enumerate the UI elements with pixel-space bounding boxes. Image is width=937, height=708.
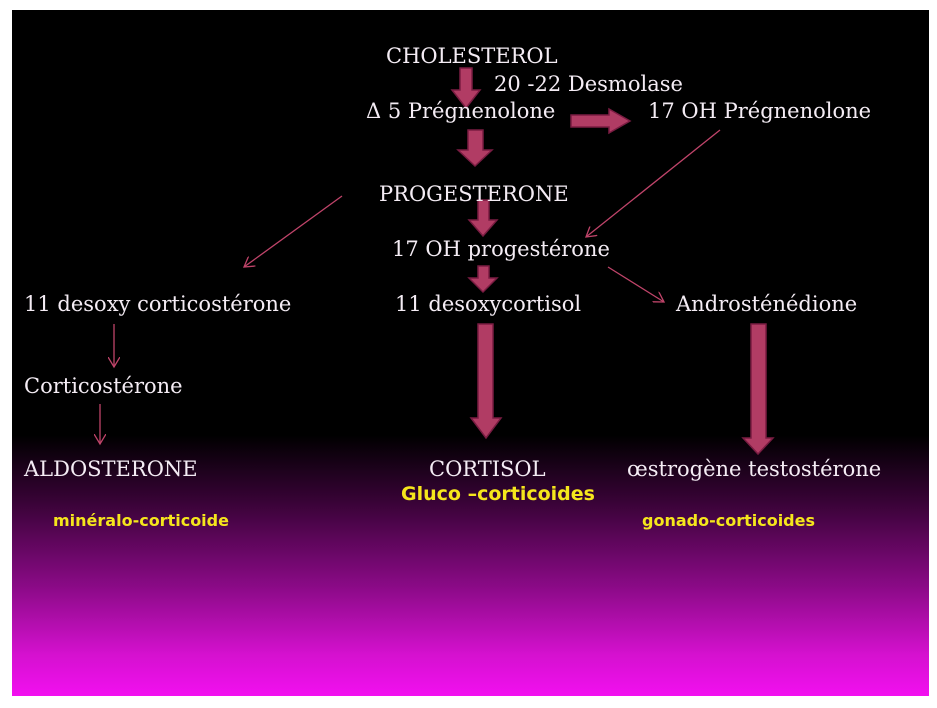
arrow-androstenedione-to-estrogen bbox=[741, 323, 775, 456]
class-gluco-corticoides: Gluco –corticoides bbox=[401, 483, 595, 505]
class-mineralo-corticoide: minéralo-corticoide bbox=[53, 511, 229, 530]
thin-arrow-progesterone-to-desoxycorticosterone bbox=[244, 195, 343, 267]
thin-arrow-17oh-pregnenolone-to-17oh-progesterone bbox=[586, 129, 721, 237]
node-17oh-pregnenolone: 17 OH Prégnenolone bbox=[648, 99, 872, 123]
slide-background: CHOLESTEROL 20 -22 Desmolase Δ 5 Prégnen… bbox=[12, 10, 929, 696]
pathway-arrows bbox=[12, 67, 775, 456]
node-cholesterol: CHOLESTEROL bbox=[386, 44, 558, 68]
arrow-pregnenolone-to-17oh-pregnenolone bbox=[570, 107, 632, 135]
node-17oh-progesterone: 17 OH progestérone bbox=[392, 237, 610, 261]
arrow-pregnenolone-to-progesterone bbox=[456, 129, 494, 168]
thin-arrow-17oh-progesterone-to-androstenedione bbox=[607, 266, 664, 302]
class-gonado-corticoides: gonado-corticoides bbox=[642, 511, 816, 530]
node-aldosterone: ALDOSTERONE bbox=[24, 457, 198, 481]
node-cortisol: CORTISOL bbox=[429, 457, 546, 481]
arrow-progesterone-to-17oh-progesterone bbox=[467, 199, 499, 238]
node-progesterone: PROGESTERONE bbox=[379, 182, 569, 206]
node-androstenedione: Androsténédione bbox=[676, 292, 858, 316]
arrow-17oh-progesterone-to-desoxycortisol bbox=[467, 265, 499, 294]
node-estrogen-testosterone: œstrogène testostérone bbox=[627, 457, 882, 481]
node-11-desoxycorticosterone: 11 desoxy corticostérone bbox=[24, 292, 292, 316]
label-desmolase: 20 -22 Desmolase bbox=[494, 72, 683, 96]
node-corticosterone: Corticostérone bbox=[24, 374, 183, 398]
arrow-desoxycortisol-to-cortisol bbox=[469, 323, 503, 440]
node-11-desoxycortisol: 11 desoxycortisol bbox=[395, 292, 582, 316]
node-pregnenolone: Δ 5 Prégnenolone bbox=[366, 99, 556, 123]
arrow-cholesterol-to-pregnenolone bbox=[450, 67, 482, 110]
